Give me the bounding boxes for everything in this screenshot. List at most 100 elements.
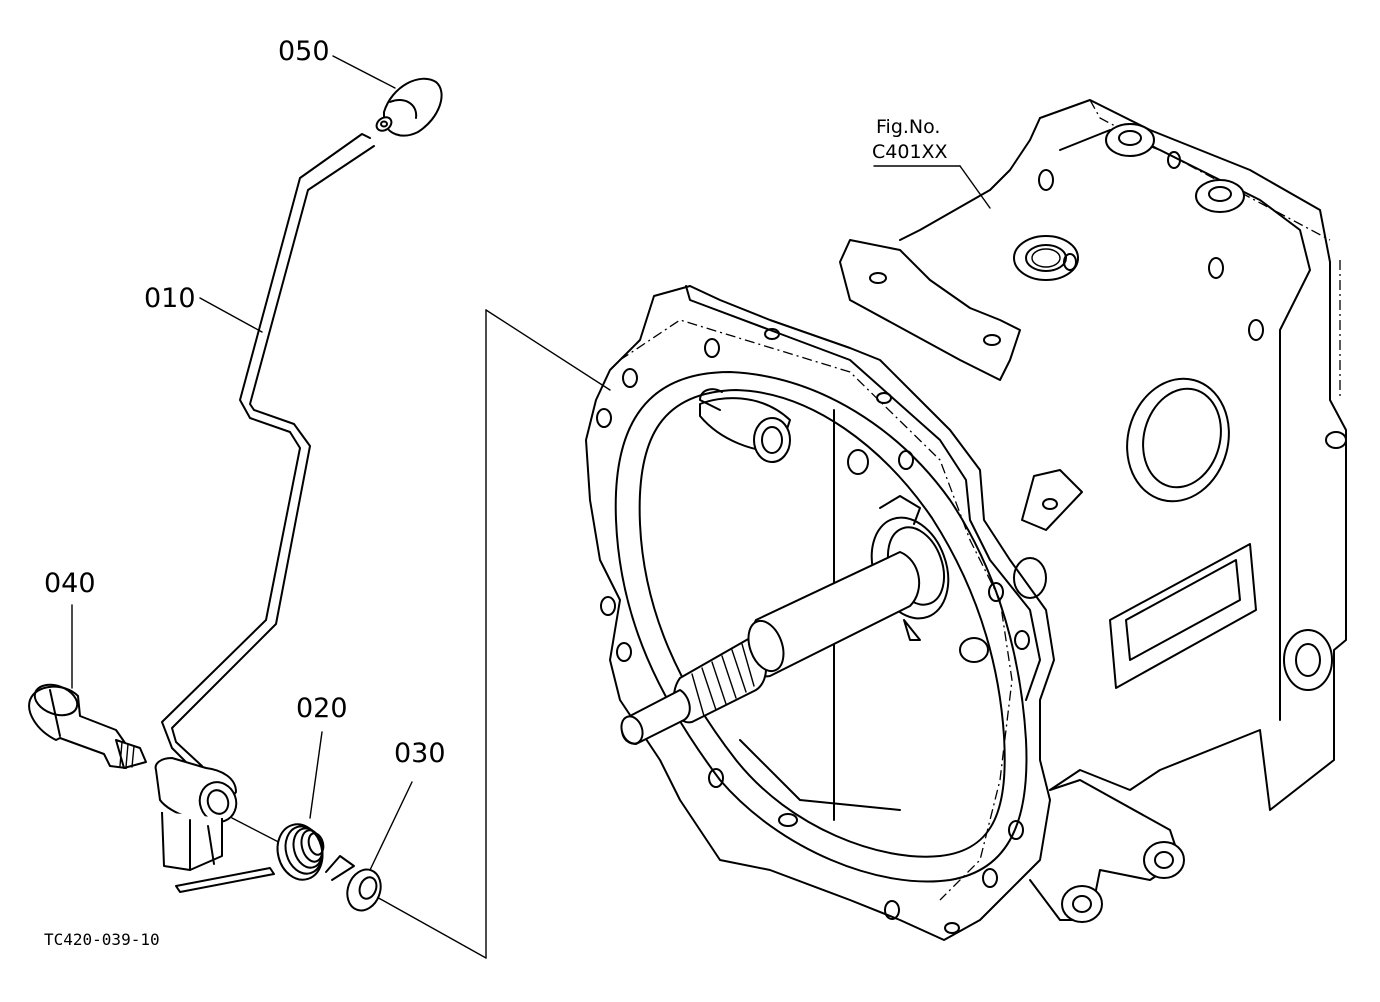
top-port-bore	[1025, 244, 1067, 272]
rear-boss	[1283, 629, 1333, 691]
side-lug-hole	[1042, 498, 1058, 510]
rear-boss-hole	[1295, 643, 1321, 677]
upper-hole-5	[1167, 151, 1181, 169]
side-window-inner	[1125, 559, 1241, 661]
bottom-boss-1-hole	[1154, 851, 1174, 869]
top-bolt-2-head	[1195, 179, 1245, 213]
side-port	[1013, 557, 1047, 599]
lever-010	[154, 133, 375, 871]
spline-line-5	[731, 649, 747, 693]
bolt-thread-line-2	[125, 743, 129, 768]
flange-hole-4	[898, 450, 914, 470]
side-window	[1109, 543, 1257, 689]
leader-010	[199, 297, 263, 333]
flange-hole-11	[884, 900, 900, 920]
bolt-head-body	[28, 685, 131, 769]
leader-050	[332, 55, 396, 89]
spring-leg-long	[175, 867, 275, 893]
spline-line-3	[711, 661, 727, 705]
bottom-boss-1	[1143, 841, 1185, 879]
inner-pin	[753, 417, 791, 463]
flange-hole-9	[708, 768, 724, 788]
leader-020	[309, 731, 323, 819]
top-bolt-2	[1195, 179, 1245, 213]
flange-hole-3	[876, 392, 892, 404]
bottom-boss-2-hole	[1072, 895, 1092, 913]
top-bolt-2-socket	[1208, 186, 1232, 202]
top-mount-hole-2	[983, 334, 1001, 346]
housing-hidden-top	[1089, 99, 1331, 241]
bolt-head-top	[33, 683, 79, 717]
top-port-thread	[1031, 248, 1061, 268]
flange-hole-12	[982, 868, 998, 888]
leader-030	[369, 781, 413, 871]
bolt-040	[28, 683, 147, 769]
callout-040: 040	[44, 568, 96, 599]
top-port	[1013, 235, 1079, 281]
knob-050	[375, 77, 443, 137]
flange-hole-14	[1014, 630, 1030, 650]
plane-top-edge	[485, 309, 611, 391]
washer-outer	[346, 868, 382, 912]
retainer-pin	[847, 449, 869, 475]
front-flange-hidden	[619, 319, 1013, 901]
top-mount-plate	[839, 239, 1021, 381]
shaft-tip	[620, 715, 644, 745]
side-bore-inner	[1142, 387, 1222, 489]
rear-small-hole	[1325, 431, 1347, 449]
knob-socket	[375, 116, 393, 132]
flange-hole-6	[596, 408, 612, 428]
flange-hole-10	[778, 813, 798, 827]
bearing-clip	[879, 495, 921, 525]
upper-hole-2	[1208, 257, 1224, 279]
drawing-code: TC420-039-10	[44, 930, 160, 949]
flange-hole-5	[622, 368, 638, 388]
lever-rod-outer	[161, 133, 371, 773]
spring-020	[175, 823, 355, 893]
bolt-thread-line-1	[119, 741, 123, 767]
knob-bore	[380, 120, 388, 128]
bottom-bracket	[1029, 779, 1181, 921]
callout-020: 020	[296, 693, 348, 724]
housing-rear-outline	[1039, 99, 1347, 811]
top-bolt-1	[1105, 123, 1155, 157]
bolt-head-flat	[49, 689, 61, 737]
callout-010: 010	[144, 283, 196, 314]
fig-no-label: Fig.No.	[876, 116, 941, 138]
bell-opening	[614, 371, 1028, 883]
spline-line-2	[701, 667, 717, 711]
shaft-collar	[747, 619, 785, 673]
top-mount-hole-1	[869, 272, 887, 284]
flange-hole-16	[944, 922, 960, 934]
front-flange-rim	[685, 285, 1041, 701]
flange-hole-8	[616, 642, 632, 662]
upper-hole-3	[1248, 319, 1264, 341]
lever-rod-inner	[171, 145, 375, 767]
lever-boss-bore	[206, 789, 230, 815]
front-flange-outline	[585, 285, 1055, 941]
top-bolt-1-head	[1105, 123, 1155, 157]
spline-line-6	[741, 643, 755, 687]
flange-hole-2	[764, 328, 780, 340]
fig-no-value: C401XX	[872, 141, 948, 163]
plane-bottom-edge	[374, 895, 487, 959]
bolt-thread	[115, 739, 147, 769]
top-bolt-1-socket	[1118, 130, 1142, 146]
callout-050: 050	[278, 36, 330, 67]
upper-hole-4	[1063, 253, 1077, 271]
spline-line-4	[721, 655, 737, 699]
lever-tab-slot	[207, 825, 215, 865]
spline-line-1	[691, 673, 705, 717]
leader-lines	[71, 55, 991, 871]
flange-hole-13	[1008, 820, 1024, 840]
leader-fig	[959, 165, 991, 209]
callout-030: 030	[394, 738, 446, 769]
bolt-thread-line-3	[131, 745, 135, 768]
side-lug	[1021, 469, 1083, 531]
washer-030	[346, 868, 382, 912]
flange-hole-15	[988, 582, 1004, 602]
housing-top-ridge	[899, 117, 1041, 241]
bell-opening-inner	[638, 389, 1006, 858]
transmission-housing	[585, 99, 1347, 941]
